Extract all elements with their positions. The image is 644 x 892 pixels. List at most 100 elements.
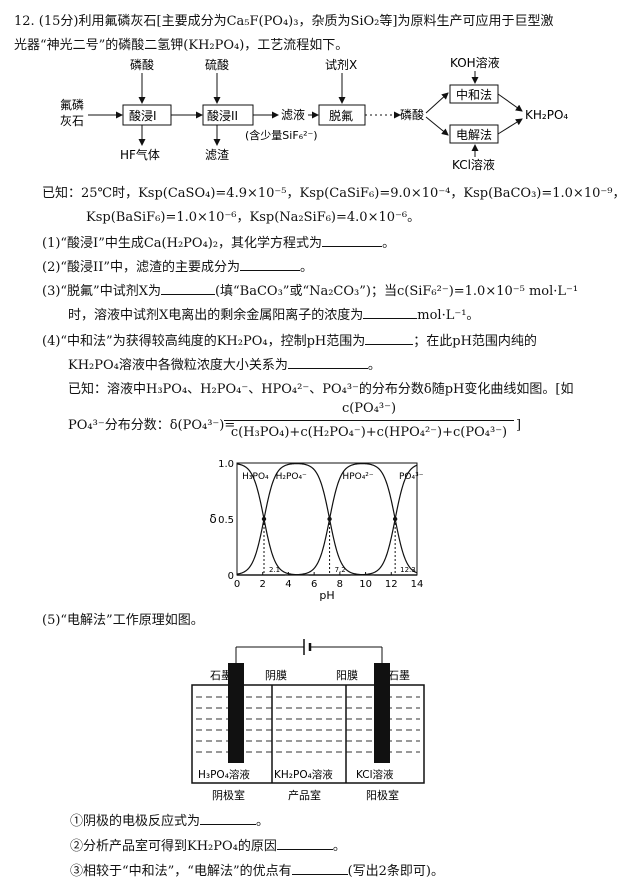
question-5-title: (5)“电解法”工作原理如图。 — [42, 613, 204, 628]
sulfuric-acid-input: 硫酸 — [205, 57, 229, 72]
right-electrode-label: 石墨 — [388, 669, 410, 682]
series-label: PO₄³⁻ — [399, 472, 424, 482]
process-flow-diagram: 氟磷 灰石 磷酸 酸浸I HF气体 硫酸 酸浸II 滤渣 滤液 (含少量SiF₆… — [60, 55, 568, 172]
left-electrode-label: 石墨 — [210, 669, 232, 682]
x-tick-label: 0 — [234, 579, 240, 590]
y-tick-label: 1.0 — [218, 459, 234, 470]
hf-gas-output: HF气体 — [120, 147, 160, 162]
koh-solution-input: KOH溶液 — [450, 55, 500, 70]
answer-blank-1[interactable] — [322, 246, 383, 247]
pka-label: 2.1 — [269, 566, 280, 574]
product-room-label: 产品室 — [288, 788, 321, 802]
question-2: (2)“酸浸II”中，滤渣的主要成分为。 — [42, 259, 313, 277]
electrolysis-label: 电解法 — [456, 128, 492, 142]
question-5-part3: ③相较于“中和法”，“电解法”的优点有 (写出2条即可)。 — [70, 863, 444, 881]
anion-membrane-label: 阴膜 — [265, 669, 287, 682]
question-4-line2: KH₂PO₄溶液中各微粒浓度大小关系为。 — [68, 357, 381, 375]
fraction-numerator: c(PO₄³⁻) — [341, 401, 397, 416]
x-tick-label: 2 — [260, 579, 266, 590]
right-graphite-electrode — [374, 663, 390, 763]
question-4-known: 已知：溶液中H₃PO₄、H₂PO₄⁻、HPO₄²⁻、PO₄³⁻的分布分数δ随pH… — [68, 382, 574, 397]
x-tick-label: 10 — [359, 579, 372, 590]
question-4-text-b: ；在此pH范围内纯的 — [413, 334, 537, 349]
question-header-line2: 光器“神光二号”的磷酸二氢钾(KH₂PO₄)，工艺流程如下。 — [14, 38, 349, 53]
crossing-point — [261, 516, 267, 522]
answer-blank-4a[interactable] — [365, 344, 414, 345]
question-5-part2-text: ②分析产品室可得到KH₂PO₄的原因 — [70, 839, 277, 854]
defluorination-label: 脱氟 — [329, 108, 353, 123]
question-5-part3-end: (写出2条即可)。 — [347, 864, 445, 879]
pka-label: 12.3 — [400, 566, 416, 574]
y-tick-label: 0 — [228, 571, 234, 582]
neutralization-label: 中和法 — [456, 87, 492, 102]
question-1-end: 。 — [382, 236, 396, 251]
answer-blank-5b[interactable] — [276, 849, 333, 850]
question-4-line1: (4)“中和法”为获得较高纯度的KH₂PO₄，控制pH范围为 ；在此pH范围内纯的 — [42, 333, 537, 351]
x-tick-label: 8 — [337, 579, 343, 590]
filtrate-note: (含少量SiF₆²⁻) — [245, 128, 318, 142]
question-4-text: (4)“中和法”为获得较高纯度的KH₂PO₄，控制pH范围为 — [42, 334, 366, 349]
pka-label: 7.2 — [335, 566, 346, 574]
fraction-denominator: c(H₃PO₄)+c(H₂PO₄⁻)+c(HPO₄²⁻)+c(PO₄³⁻) — [230, 425, 508, 440]
answer-blank-3a[interactable] — [160, 294, 215, 295]
question-5-part1: ①阴极的电极反应式为 。 — [70, 813, 269, 831]
series-label: HPO₄²⁻ — [342, 472, 373, 482]
answer-blank-4b[interactable] — [287, 368, 368, 369]
left-solution-label: H₃PO₄溶液 — [198, 768, 250, 781]
question-3-unit: mol·L⁻¹。 — [417, 308, 480, 323]
question-1-text: (1)“酸浸I”中生成Ca(H₂PO₄)₂，其化学方程式为 — [42, 236, 323, 251]
distribution-fraction-label: PO₄³⁻分布分数：δ(PO₄³⁻)= — [68, 418, 236, 433]
series-curve-1 — [236, 463, 417, 576]
known-ksp-line2: Ksp(BaSiF₆)=1.0×10⁻⁶，Ksp(Na₂SiF₆)=4.0×10… — [86, 210, 421, 225]
anode-room-label: 阳极室 — [366, 788, 399, 802]
right-solution-label: KCl溶液 — [356, 768, 394, 781]
question-1: (1)“酸浸I”中生成Ca(H₂PO₄)₂，其化学方程式为 。 — [42, 235, 395, 253]
answer-blank-2[interactable] — [239, 270, 300, 271]
y-tick-label: 0.5 — [218, 515, 234, 526]
x-tick-label: 12 — [385, 579, 398, 590]
answer-blank-3b[interactable] — [363, 318, 418, 319]
question-5-part1-text: ①阴极的电极反应式为 — [70, 814, 201, 829]
crossing-point — [392, 516, 398, 522]
x-axis-label: pH — [319, 589, 334, 602]
raw-material-label-1: 氟磷 — [60, 97, 84, 112]
question-3-line2: 时，溶液中试剂X电离出的剩余金属阳离子的浓度为 mol·L⁻¹。 — [68, 307, 479, 325]
question-3-text-c: 时，溶液中试剂X电离出的剩余金属阳离子的浓度为 — [68, 308, 364, 323]
acid-leach-2-label: 酸浸II — [207, 108, 238, 123]
question-3-line1: (3)“脱氟”中试剂X为 (填“BaCO₃”或“Na₂CO₃”)；当c(SiF₆²… — [42, 283, 578, 301]
question-3-text: (3)“脱氟”中试剂X为 — [42, 284, 161, 299]
question-5-part2: ②分析产品室可得到KH₂PO₄的原因。 — [70, 838, 346, 856]
left-graphite-electrode — [228, 663, 244, 763]
question-4-end: 。 — [367, 358, 381, 373]
electrolysis-tank — [191, 684, 425, 784]
filtrate-label: 滤液 — [281, 107, 305, 122]
product-kh2po4: KH₂PO₄ — [525, 108, 568, 122]
known-ksp-line1: 已知：25℃时，Ksp(CaSO₄)=4.9×10⁻⁵，Ksp(CaSiF₆)=… — [42, 186, 626, 201]
reagent-x-input: 试剂X — [325, 57, 357, 72]
question-3-text-b: (填“BaCO₃”或“Na₂CO₃”)；当c(SiF₆²⁻)=1.0×10⁻⁵ … — [214, 284, 579, 299]
residue-output: 滤渣 — [205, 148, 229, 162]
question-5-part1-end: 。 — [256, 814, 270, 829]
answer-blank-5c[interactable] — [291, 874, 348, 875]
acid-leach-1-label: 酸浸I — [129, 108, 157, 123]
cathode-room-label: 阴极室 — [212, 788, 245, 802]
question-5-part3-text: ③相较于“中和法”，“电解法”的优点有 — [70, 864, 292, 879]
x-tick-label: 6 — [311, 579, 317, 590]
answer-blank-5a[interactable] — [200, 824, 257, 825]
phosphoric-acid-input: 磷酸 — [130, 57, 154, 72]
y-axis-label: δ — [209, 512, 216, 526]
series-label: H₂PO₄⁻ — [276, 472, 307, 482]
series-curve-3 — [237, 464, 418, 576]
electrolysis-cell-diagram: 石墨 阴膜 阳膜 石墨 H₃PO₄溶液 KH₂PO₄溶液 KCl溶液 阴极室 产… — [191, 639, 425, 802]
phosphoric-acid-intermediate: 磷酸 — [400, 107, 424, 122]
question-header-line1: 12. (15分)利用氟磷灰石[主要成分为Ca₅F(PO₄)₃，杂质为SiO₂等… — [14, 14, 554, 29]
crossing-point — [327, 516, 332, 522]
x-tick-label: 4 — [285, 579, 291, 590]
question-2-text: (2)“酸浸II”中，滤渣的主要成分为 — [42, 260, 240, 275]
bracket-close: ] — [516, 418, 522, 433]
series-label: H₃PO₄ — [242, 472, 269, 482]
mid-solution-label: KH₂PO₄溶液 — [274, 768, 333, 781]
kcl-solution-input: KCl溶液 — [452, 157, 495, 172]
raw-material-label-2: 灰石 — [60, 114, 84, 128]
